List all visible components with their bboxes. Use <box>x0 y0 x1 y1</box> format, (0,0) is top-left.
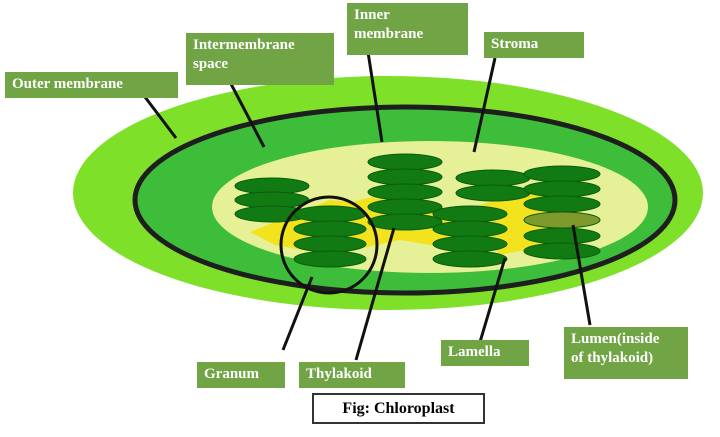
label-lumen: Lumen(inside of thylakoid) <box>564 327 688 379</box>
leader-lines <box>143 51 592 361</box>
figure-caption: Fig: Chloroplast <box>312 393 485 424</box>
label-lamella: Lamella <box>441 340 529 366</box>
label-stroma: Stroma <box>484 32 584 58</box>
label-granum: Granum <box>197 362 285 388</box>
label-outer-membrane: Outer membrane <box>5 72 178 98</box>
label-thylakoid: Thylakoid <box>299 362 405 388</box>
granum-circle <box>279 195 379 295</box>
label-intermembrane-space: Intermembrane space <box>186 33 334 85</box>
label-inner-membrane: Inner membrane <box>347 3 468 55</box>
thylakoid-stacks <box>234 153 601 268</box>
lumen-disc <box>523 211 601 229</box>
